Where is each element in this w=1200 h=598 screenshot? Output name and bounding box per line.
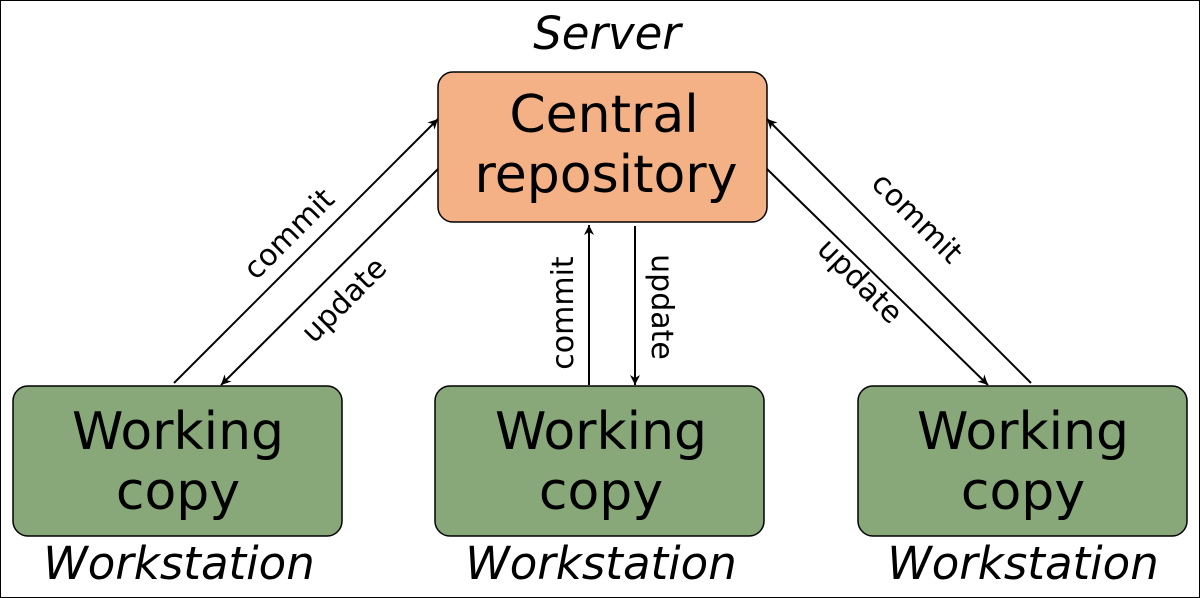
workstation-caption-3: Workstation — [887, 537, 1158, 590]
working-copy-node-1: Working copy Workstation — [12, 385, 343, 590]
update-arrow-3 — [766, 168, 989, 386]
commit-label-1: commit — [237, 182, 342, 287]
central-repository-node: Central repository — [437, 71, 768, 223]
working-copy-label-line2: copy — [961, 462, 1085, 522]
working-copy-label-line1: Working — [917, 402, 1129, 462]
commit-arrow-3 — [766, 118, 1032, 384]
working-copy-node-3: Working copy Workstation — [857, 385, 1188, 590]
working-copy-box-2 — [434, 385, 765, 537]
working-copy-label-line2: copy — [539, 462, 663, 522]
central-repository-box — [437, 71, 768, 223]
working-copy-box-1 — [12, 385, 343, 537]
working-copy-label-line2: copy — [116, 462, 240, 522]
working-copy-node-2: Working copy Workstation — [434, 385, 765, 590]
commit-label-2: commit — [546, 256, 581, 370]
commit-arrow-1 — [173, 118, 439, 384]
central-repository-label-line1: Central — [509, 85, 698, 145]
update-arrow-1 — [220, 168, 439, 386]
working-copy-label-line1: Working — [495, 402, 707, 462]
commit-label-3: commit — [864, 166, 969, 271]
workstation-caption-1: Workstation — [43, 537, 314, 590]
working-copy-box-3 — [857, 385, 1188, 537]
workstation-caption-2: Workstation — [465, 537, 736, 590]
server-caption: Server — [533, 7, 683, 60]
update-label-1: update — [295, 251, 394, 350]
update-label-2: update — [644, 254, 679, 360]
central-repository-label-line2: repository — [475, 145, 738, 205]
working-copy-label-line1: Working — [72, 402, 284, 462]
